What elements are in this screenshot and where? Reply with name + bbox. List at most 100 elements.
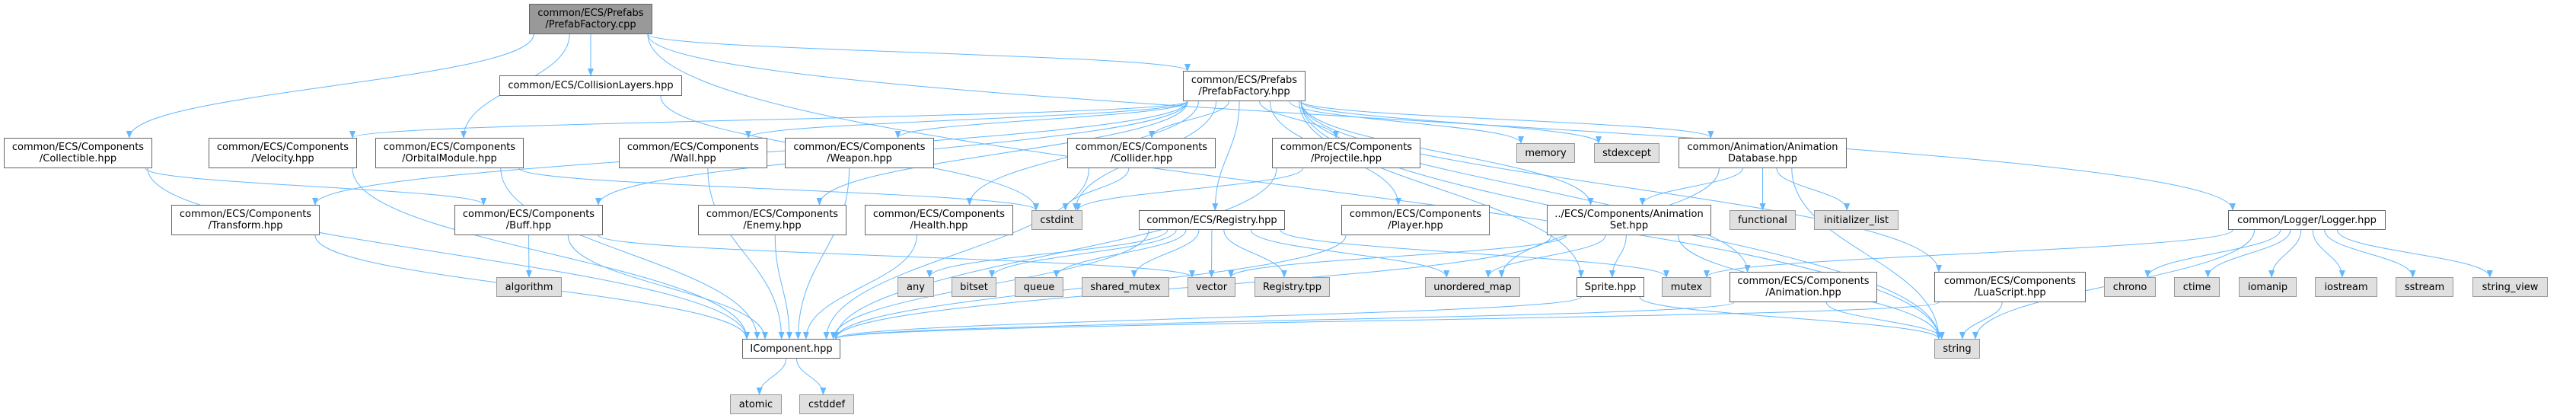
node-atomic[interactable]: atomic: [730, 394, 782, 414]
edge-logger-to-mutex: [1704, 229, 2233, 278]
edge-wall-to-icomponent: [707, 168, 785, 340]
node-animationset-hpp[interactable]: ../ECS/Components/Animation Set.hpp: [1547, 205, 1711, 235]
edge-cpp-to-logger: [647, 34, 2236, 211]
node-wall-hpp[interactable]: common/ECS/Components /Wall.hpp: [619, 138, 767, 168]
node-sstream[interactable]: sstream: [2396, 277, 2453, 297]
edge-registry-to-bitset: [989, 229, 1177, 278]
edge-logger-to-sstream: [2324, 229, 2416, 278]
edge-hpp-to-luascript: [1300, 101, 1942, 273]
edge-animation-to-string: [1825, 302, 1945, 340]
node-velocity-hpp[interactable]: common/ECS/Components /Velocity.hpp: [209, 138, 357, 168]
edge-buff-to-vector: [598, 235, 1195, 278]
node-sprite-hpp[interactable]: Sprite.hpp: [1577, 277, 1644, 297]
edge-animset-to-unordered_map: [1485, 235, 1606, 278]
node-player-hpp[interactable]: common/ECS/Components /Player.hpp: [1341, 205, 1490, 235]
node-algorithm[interactable]: algorithm: [496, 277, 562, 297]
edge-hpp-to-sprite: [1299, 101, 1584, 278]
node-registry-hpp[interactable]: common/ECS/Registry.hpp: [1139, 210, 1285, 230]
node-projectile-hpp[interactable]: common/ECS/Components /Projectile.hpp: [1272, 138, 1420, 168]
edge-luascript-to-icomponent: [833, 302, 1940, 340]
node-stdexcept[interactable]: stdexcept: [1594, 143, 1659, 163]
node-cstdint[interactable]: cstdint: [1031, 210, 1082, 230]
edge-animdb-to-string: [1791, 168, 1942, 340]
node-collectible-hpp[interactable]: common/ECS/Components /Collectible.hpp: [4, 138, 152, 168]
node-enemy-hpp[interactable]: common/ECS/Components /Enemy.hpp: [698, 205, 846, 235]
node-string-view[interactable]: string_view: [2472, 277, 2548, 297]
edge-projectile-to-cstdint: [1075, 168, 1303, 211]
node-iomanip[interactable]: iomanip: [2239, 277, 2297, 297]
node-chrono[interactable]: chrono: [2104, 277, 2156, 297]
edge-hpp-to-animation: [1300, 101, 1751, 273]
node-logger-hpp[interactable]: common/Logger/Logger.hpp: [2228, 210, 2386, 230]
node-animation-hpp[interactable]: common/ECS/Components /Animation.hpp: [1730, 272, 1877, 302]
edge-cpp-to-collectible: [126, 34, 534, 139]
edge-hpp-to-projectile: [1259, 101, 1340, 139]
node-orbitalmodule-hpp[interactable]: common/ECS/Components /OrbitalModule.hpp: [375, 138, 524, 168]
node-ctime[interactable]: ctime: [2174, 277, 2220, 297]
edge-hpp-to-velocity: [349, 101, 1188, 139]
node-unordered-map[interactable]: unordered_map: [1425, 277, 1520, 297]
node-string[interactable]: string: [1934, 339, 1980, 359]
node-health-hpp[interactable]: common/ECS/Components /Health.hpp: [865, 205, 1013, 235]
node-any[interactable]: any: [897, 277, 934, 297]
edge-weapon-to-icomponent: [795, 168, 850, 340]
edge-registry-to-registry_tpp: [1223, 229, 1287, 278]
edge-cpp-to-hpp: [647, 34, 1191, 72]
edge-hpp-to-animset: [1300, 101, 1594, 206]
edge-hpp-to-weapon: [894, 101, 1188, 139]
edge-enemy-to-icomponent: [774, 235, 792, 340]
node-vector[interactable]: vector: [1188, 277, 1235, 297]
edge-logger-to-chrono: [2144, 229, 2281, 278]
node-transform-hpp[interactable]: common/ECS/Components /Transform.hpp: [171, 205, 320, 235]
edge-collectible-to-buff: [145, 168, 487, 206]
edge-collider-to-cstdint: [1062, 168, 1130, 211]
edge-animdb-to-initlist: [1776, 168, 1851, 211]
node-weapon-hpp[interactable]: common/ECS/Components /Weapon.hpp: [785, 138, 934, 168]
node-registry-tpp[interactable]: Registry.tpp: [1255, 277, 1330, 297]
node-memory[interactable]: memory: [1516, 143, 1575, 163]
node-initializer-list[interactable]: initializer_list: [1814, 210, 1899, 230]
node-functional[interactable]: functional: [1730, 210, 1796, 230]
edge-hpp-to-registry: [1212, 101, 1240, 211]
edge-registry-to-unordered_map: [1250, 229, 1450, 278]
edge-velocity-to-icomponent: [352, 168, 750, 340]
node-prefabfactory-cpp[interactable]: common/ECS/Prefabs /PrefabFactory.cpp: [529, 4, 652, 34]
node-icomponent-hpp[interactable]: IComponent.hpp: [742, 339, 840, 359]
node-queue[interactable]: queue: [1015, 277, 1063, 297]
node-iostream[interactable]: iostream: [2315, 277, 2377, 297]
edge-hpp-to-collider: [1149, 101, 1229, 139]
node-animationdatabase-hpp[interactable]: common/Animation/Animation Database.hpp: [1679, 138, 1847, 168]
node-luascript-hpp[interactable]: common/ECS/Components /LuaScript.hpp: [1934, 272, 2086, 302]
edge-health-to-icomponent: [802, 235, 917, 340]
node-collisionlayers-hpp[interactable]: common/ECS/CollisionLayers.hpp: [499, 75, 682, 96]
node-shared-mutex[interactable]: shared_mutex: [1082, 277, 1169, 297]
edge-hpp-to-wall: [745, 101, 1188, 139]
node-collider-hpp[interactable]: common/ECS/Components /Collider.hpp: [1067, 138, 1216, 168]
node-buff-hpp[interactable]: common/ECS/Components /Buff.hpp: [454, 205, 603, 235]
edge-hpp-to-memory: [1289, 101, 1524, 144]
edge-hpp-to-stdexcept: [1300, 101, 1602, 144]
edge-projectile-to-icomponent: [833, 168, 1277, 340]
edge-orbital-to-icomponent: [500, 168, 760, 340]
edge-logger-to-iomanip: [2268, 229, 2302, 278]
edge-registry-to-any: [926, 229, 1168, 278]
edge-logger-to-iostream: [2312, 229, 2345, 278]
node-mutex[interactable]: mutex: [1662, 277, 1711, 297]
edge-luascript-to-string: [1959, 302, 2003, 340]
edge-orbital-to-cstdint: [518, 168, 1039, 211]
edge-animdb-to-animset: [1639, 168, 1743, 206]
node-prefabfactory-hpp[interactable]: common/ECS/Prefabs /PrefabFactory.hpp: [1183, 71, 1306, 101]
edge-hpp-to-enemy: [816, 101, 1188, 206]
edge-animset-to-vector: [1228, 235, 1567, 278]
edge-collider-to-icomponent: [823, 168, 1089, 340]
edge-registry-to-mutex: [1280, 229, 1669, 278]
edge-animation-to-icomponent: [833, 302, 1735, 340]
edge-logger-to-ctime: [2205, 229, 2291, 278]
edge-hpp-to-animdb: [1300, 101, 1714, 139]
edge-animset-to-sprite: [1608, 235, 1627, 278]
node-bitset[interactable]: bitset: [952, 277, 996, 297]
node-cstddef[interactable]: cstddef: [799, 394, 854, 414]
edge-icomponent-to-atomic: [756, 358, 787, 395]
edge-buff-to-icomponent: [567, 235, 768, 340]
